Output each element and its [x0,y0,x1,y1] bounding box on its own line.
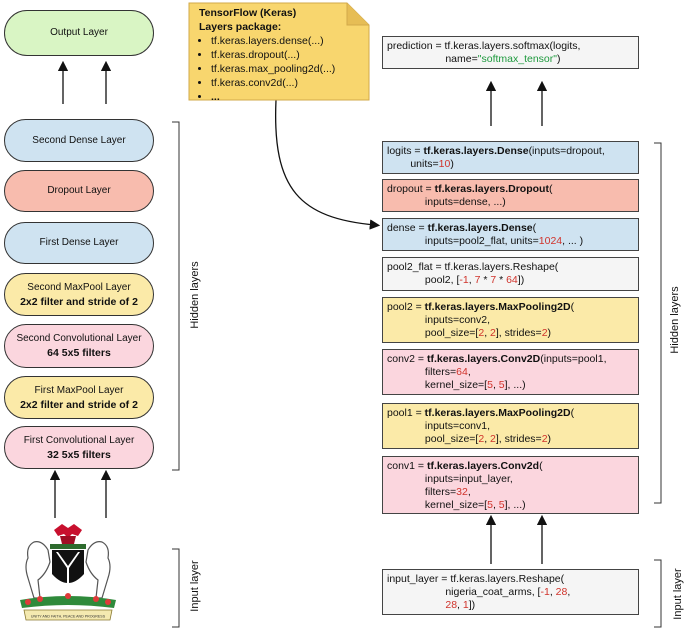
second-conv-sub: 64 5x5 filters [47,347,111,359]
output-layer-label: Output Layer [50,27,108,38]
first-conv-sub: 32 5x5 filters [47,448,111,461]
note-subtitle: Layers package: [199,21,282,33]
second-dense-label: Second Dense Layer [32,134,126,146]
first-maxpool-title: First MaxPool Layer [34,384,124,396]
note-list: tf.keras.layers.dense(...) tf.keras.drop… [199,34,335,104]
tensorflow-note: TensorFlow (Keras) Layers package: tf.ke… [199,6,335,104]
note-item: tf.keras.dropout(...) [211,48,335,62]
dropout-label: Dropout Layer [47,185,111,196]
second-conv-title: Second Convolutional Layer [16,333,142,344]
note-shape [188,2,370,101]
first-conv-title: First Convolutional Layer [23,434,135,446]
bracket-input-right [654,559,662,628]
hidden-layers-label-right: Hidden layers [669,286,681,354]
bracket-hidden-right [654,142,662,504]
code-logits: logits = tf.keras.layers.Dense(inputs=dr… [382,141,639,174]
code-pool1: pool1 = tf.keras.layers.MaxPooling2D( in… [382,403,639,449]
first-maxpool-layer: First MaxPool Layer 2x2 filter and strid… [4,376,154,419]
input-layer-label-right: Input layer [672,568,684,620]
hidden-layers-label-left: Hidden layers [189,261,201,329]
first-maxpool-sub: 2x2 filter and stride of 2 [20,398,138,411]
second-conv-layer: Second Convolutional Layer 64 5x5 filter… [4,324,154,368]
bracket-hidden-left [172,121,180,471]
note-title: TensorFlow (Keras) [199,7,297,19]
coat-of-arms-image: UNITY AND FAITH, PEACE AND PROGRESS [20,524,116,621]
svg-text:UNITY AND FAITH, PEACE AND PRO: UNITY AND FAITH, PEACE AND PROGRESS [31,615,106,619]
bracket-input-left [172,548,180,628]
second-maxpool-layer: Second MaxPool Layer 2x2 filter and stri… [4,273,154,316]
first-dense-layer: First Dense Layer [4,222,154,264]
note-fold [346,3,369,26]
curved-arrow [274,99,381,230]
code-prediction: prediction = tf.keras.layers.softmax(log… [382,36,639,69]
second-maxpool-title: Second MaxPool Layer [27,281,131,293]
code-conv1: conv1 = tf.keras.layers.Conv2d( inputs=i… [382,456,639,514]
second-dense-layer: Second Dense Layer [4,119,154,162]
dropout-layer: Dropout Layer [4,170,154,212]
code-dense: dense = tf.keras.layers.Dense( inputs=po… [382,218,639,251]
output-layer: Output Layer [4,10,154,56]
note-item: ... [211,90,335,104]
code-pool2-flat: pool2_flat = tf.keras.layers.Reshape( po… [382,257,639,291]
code-conv2: conv2 = tf.keras.layers.Conv2D(inputs=po… [382,349,639,395]
note-item: tf.keras.max_pooling2d(...) [211,62,335,76]
note-item: tf.keras.layers.dense(...) [211,34,335,48]
code-dropout: dropout = tf.keras.layers.Dropout( input… [382,179,639,212]
note-item: tf.keras.conv2d(...) [211,76,335,90]
first-conv-layer: First Convolutional Layer 32 5x5 filters [4,426,154,469]
input-layer-label-left: Input layer [189,560,201,612]
code-pool2: pool2 = tf.keras.layers.MaxPooling2D( in… [382,297,639,343]
code-input-layer: input_layer = tf.keras.layers.Reshape( n… [382,569,639,615]
first-dense-label: First Dense Layer [39,237,119,248]
second-maxpool-sub: 2x2 filter and stride of 2 [20,295,138,308]
